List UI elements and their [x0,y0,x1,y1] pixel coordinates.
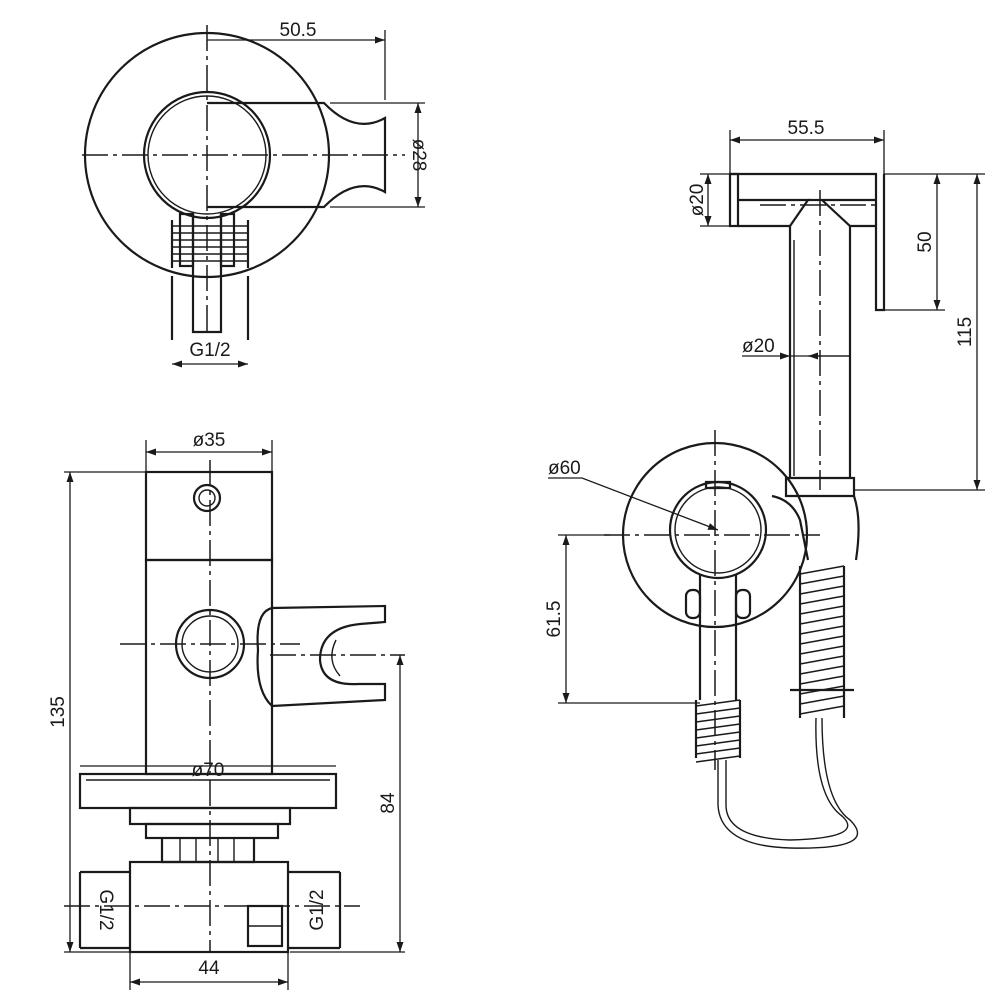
front-view: ø35 135 ø70 84 G1/2 G1/2 44 [48,430,405,990]
sprayer-view: 55.5 ø20 50 115 ø20 ø60 61.5 [544,118,985,849]
dim-g1-2-top: G1/2 [189,340,230,361]
dim-50: 50 [915,231,936,252]
dim-84: 84 [378,792,399,814]
dim-55-5: 55.5 [788,118,825,139]
dim-61-5: 61.5 [544,601,565,638]
dim-dia-20-handle: ø20 [742,336,775,357]
dim-dia-35: ø35 [193,430,226,451]
top-view: 50.5 ø28 G1/2 [82,20,429,368]
dim-dia-28: ø28 [408,139,429,172]
dim-135: 135 [48,696,69,728]
dim-dia-60: ø60 [548,458,581,479]
right-hose [790,565,854,718]
left-hose [694,699,742,763]
dim-50-5: 50.5 [280,20,317,41]
dim-115: 115 [955,317,976,347]
dim-g1-2-left: G1/2 [95,889,116,930]
dim-g1-2-right: G1/2 [307,889,328,930]
dim-dia-20-head: ø20 [687,184,708,217]
dim-44: 44 [198,958,220,979]
top-view-thread [170,212,250,268]
dim-dia-70: ø70 [192,760,225,781]
